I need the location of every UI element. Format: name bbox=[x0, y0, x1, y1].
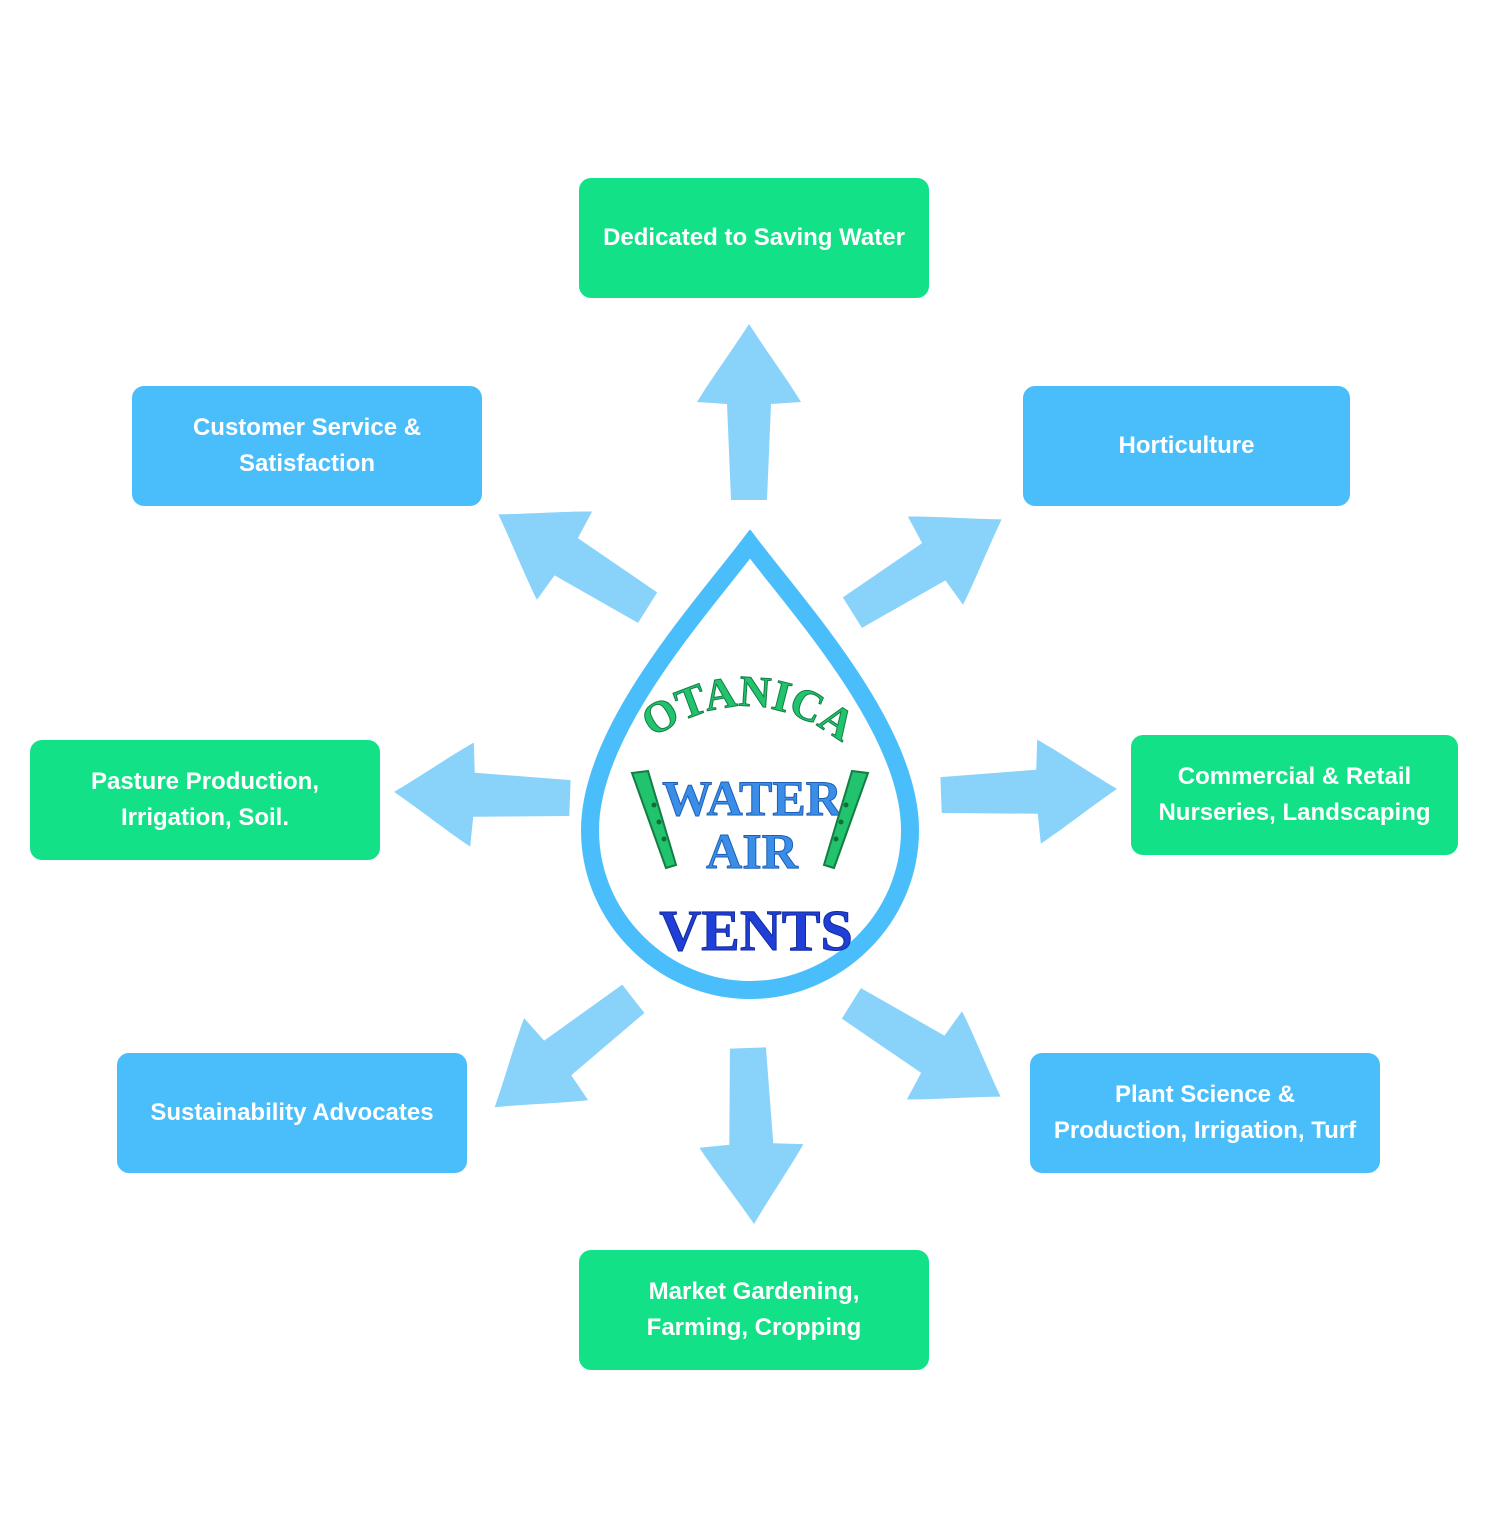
arrow-to-left bbox=[394, 742, 571, 847]
node-dedicated-to-saving-water: Dedicated to Saving Water bbox=[579, 178, 929, 298]
node-label: Commercial & Retail Nurseries, Landscapi… bbox=[1158, 763, 1431, 826]
node-customer-service: Customer Service & Satisfaction bbox=[132, 386, 482, 506]
node-pasture-production: Pasture Production, Irrigation, Soil. bbox=[30, 740, 380, 860]
vent-spike-left-icon bbox=[630, 769, 678, 870]
logo-air-text: AIR bbox=[706, 823, 799, 879]
logo-vents-text: VENTS bbox=[659, 898, 852, 963]
node-label: Plant Science & Production, Irrigation, … bbox=[1053, 1081, 1357, 1144]
arrow-to-bottom-right bbox=[841, 988, 1001, 1100]
arrow-to-top-left bbox=[498, 511, 658, 623]
node-label: Dedicated to Saving Water bbox=[603, 224, 905, 251]
node-label: Pasture Production, Irrigation, Soil. bbox=[90, 768, 320, 831]
arrow-to-top bbox=[697, 324, 801, 500]
node-label: Customer Service & Satisfaction bbox=[192, 414, 422, 477]
node-market-gardening: Market Gardening, Farming, Cropping bbox=[579, 1250, 929, 1370]
logo-water-text: WATER bbox=[662, 770, 843, 826]
node-label: Sustainability Advocates bbox=[150, 1099, 434, 1126]
node-plant-science: Plant Science & Production, Irrigation, … bbox=[1030, 1053, 1380, 1173]
vent-spike-right-icon bbox=[822, 769, 870, 870]
arrow-to-bottom bbox=[699, 1047, 804, 1224]
node-horticulture: Horticulture bbox=[1023, 386, 1350, 506]
arrow-to-right bbox=[940, 739, 1117, 844]
node-label: Market Gardening, Farming, Cropping bbox=[646, 1278, 862, 1341]
node-commercial-retail: Commercial & Retail Nurseries, Landscapi… bbox=[1131, 735, 1458, 855]
water-drop-logo: BOTANICAL WATER AIR VENTS bbox=[570, 530, 920, 1000]
node-label: Horticulture bbox=[1118, 432, 1255, 459]
node-sustainability-advocates: Sustainability Advocates bbox=[117, 1053, 467, 1173]
arrow-to-bottom-left bbox=[494, 984, 645, 1108]
arrow-to-top-right bbox=[842, 516, 1002, 628]
